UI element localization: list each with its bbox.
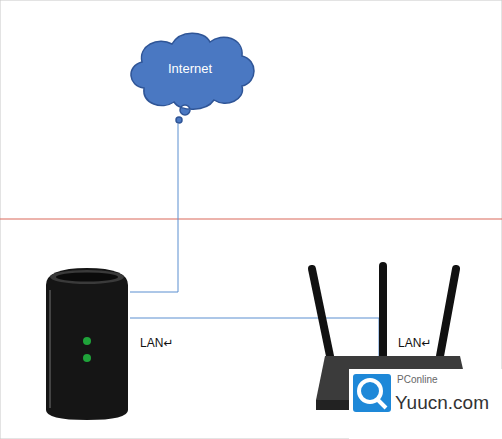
watermark-text: Yuucn.com: [395, 392, 489, 414]
lan-label: LAN↵: [140, 336, 173, 350]
router-cylinder: [46, 268, 128, 420]
node-text: Internet: [168, 61, 212, 76]
watermark-text: PConline: [397, 374, 438, 385]
watermark-panel: [349, 369, 502, 439]
divider-line: [0, 218, 502, 219]
lan-wire: [130, 318, 379, 362]
wan-wire: [130, 124, 178, 292]
cloud-node: Internet: [122, 26, 258, 124]
lan-label: LAN↵: [398, 336, 431, 350]
